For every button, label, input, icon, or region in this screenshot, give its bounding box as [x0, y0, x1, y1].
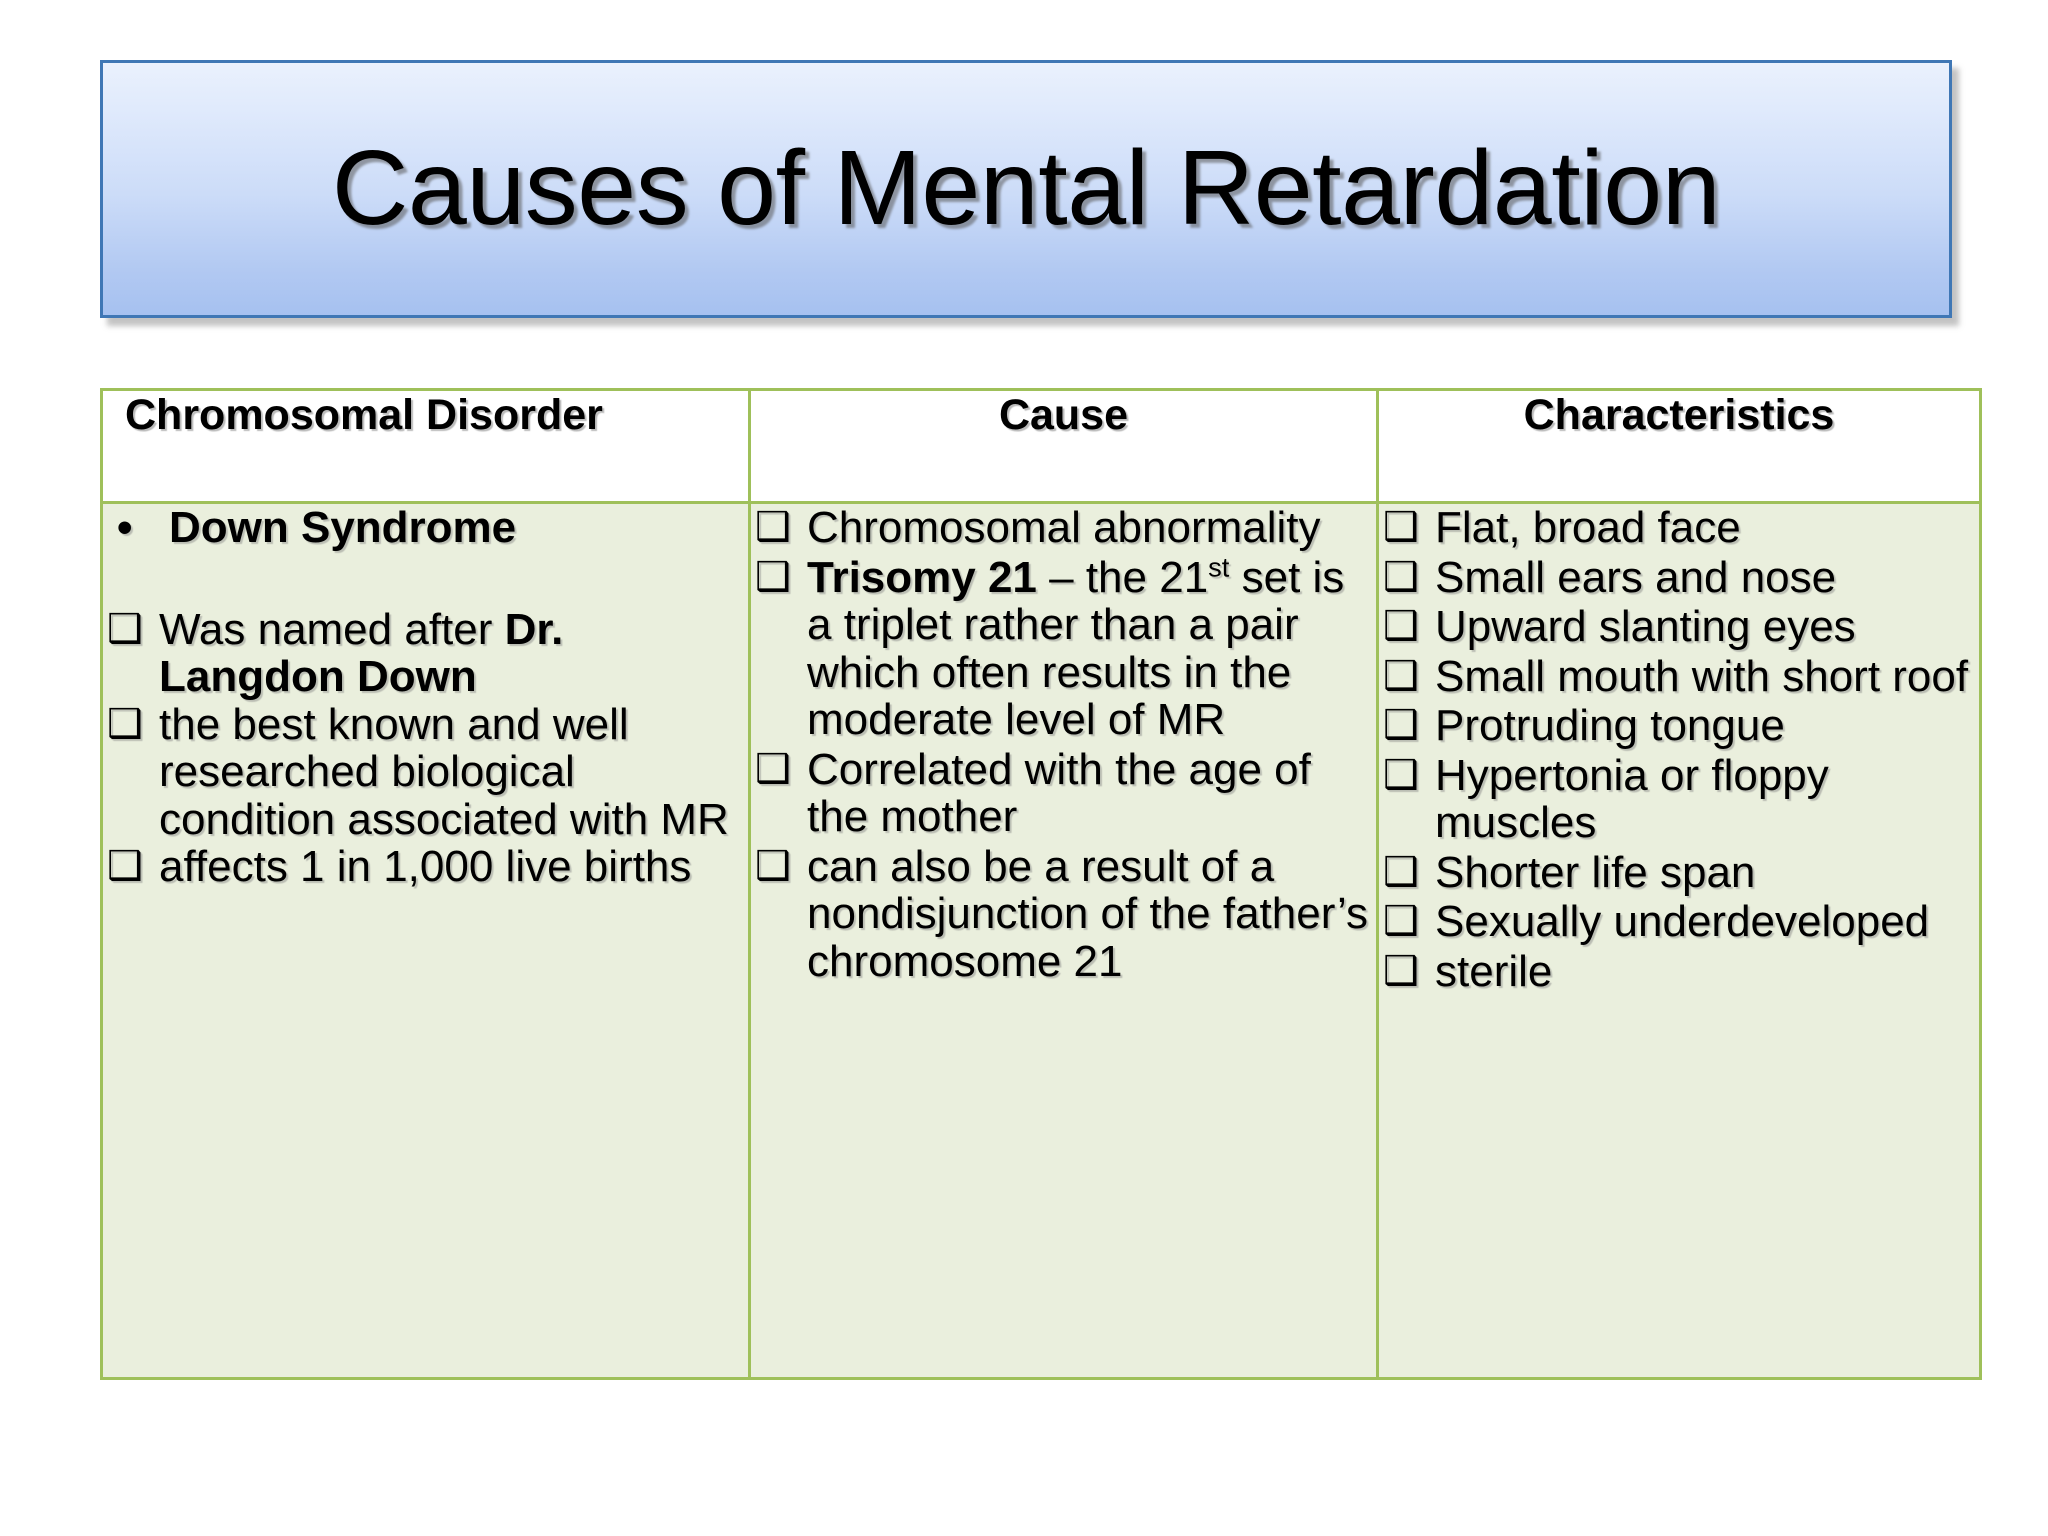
slide-title-box: Causes of Mental Retardation: [100, 60, 1952, 318]
list-item: ❑ Sexually underdeveloped: [1379, 898, 1979, 946]
list-item-down-syndrome: • Down Syndrome: [103, 503, 748, 552]
checkbox-bullet-icon: ❑: [755, 554, 791, 599]
table-header-cause: Cause: [748, 388, 1379, 504]
list-item-text: Protruding tongue: [1435, 701, 1785, 751]
characteristics-list: ❑ Flat, broad face ❑ Small ears and nose…: [1379, 504, 1979, 995]
checkbox-bullet-icon: ❑: [1383, 703, 1419, 748]
cell-cause: ❑ Chromosomal abnormality ❑ Trisomy 21 –…: [748, 501, 1379, 1380]
list-item: ❑ Correlated with the age of the mother: [751, 744, 1376, 842]
checkbox-bullet-icon: ❑: [107, 844, 143, 889]
list-item-trisomy: ❑ Trisomy 21 – the 21st set is a triplet…: [751, 550, 1376, 745]
list-item-text: Flat, broad face: [1435, 503, 1741, 552]
table-header-cause-label: Cause: [998, 391, 1129, 439]
list-item-text: can also be a result of a nondisjunction…: [807, 841, 1368, 986]
table-header-row: Chromosomal Disorder Cause Characteristi…: [100, 388, 1982, 504]
list-item: ❑ Small ears and nose: [1379, 552, 1979, 602]
checkbox-bullet-icon: ❑: [1383, 604, 1419, 649]
list-item: ❑ sterile: [1379, 946, 1979, 996]
disorder-spacer: [103, 552, 748, 606]
list-item-text: the best known and well researched biolo…: [159, 699, 729, 844]
checkbox-bullet-icon: ❑: [1383, 899, 1419, 944]
page-title: Causes of Mental Retardation: [331, 129, 1721, 248]
list-item-text: Was named after: [159, 604, 505, 654]
list-item-text-bold: Dr. Langdon Down: [159, 604, 564, 702]
list-item: ❑ the best known and well researched bio…: [103, 699, 748, 844]
list-item: ❑ can also be a result of a nondisjuncti…: [751, 841, 1376, 986]
list-item-text: affects 1 in 1,000 live births: [159, 842, 692, 892]
checkbox-bullet-icon: ❑: [1383, 554, 1419, 599]
table-header-disorder-label: Chromosomal Disorder: [125, 391, 603, 439]
checkbox-bullet-icon: ❑: [755, 505, 791, 549]
trisomy-post2: set is a triplet rather than a pair whic…: [807, 552, 1345, 745]
cell-characteristics: ❑ Flat, broad face ❑ Small ears and nose…: [1376, 501, 1982, 1380]
cause-list: ❑ Chromosomal abnormality ❑ Trisomy 21 –…: [751, 504, 1376, 985]
list-item: ❑ affects 1 in 1,000 live births: [103, 843, 748, 891]
list-item-text: Upward slanting eyes: [1435, 602, 1856, 652]
ordinal-suffix: st: [1208, 550, 1230, 582]
down-syndrome-label: Down Syndrome: [169, 503, 517, 552]
trisomy-label: Trisomy 21: [807, 552, 1037, 602]
checkbox-bullet-icon: ❑: [755, 746, 791, 791]
checkbox-bullet-icon: ❑: [755, 843, 791, 888]
list-item-text: Hypertonia or floppy muscles: [1435, 750, 1829, 848]
table-header-characteristics-label: Characteristics: [1523, 391, 1835, 439]
table-header-disorder: Chromosomal Disorder: [100, 388, 751, 504]
checkbox-bullet-icon: ❑: [1383, 505, 1419, 549]
list-item-text: Correlated with the age of the mother: [807, 744, 1311, 842]
table-head: Chromosomal Disorder Cause Characteristi…: [100, 388, 1982, 504]
checkbox-bullet-icon: ❑: [1383, 752, 1419, 797]
list-item-text: Small ears and nose: [1435, 552, 1837, 602]
list-item: ❑ Small mouth with short roof: [1379, 651, 1979, 701]
checkbox-bullet-icon: ❑: [107, 701, 143, 746]
list-item: ❑ Upward slanting eyes: [1379, 603, 1979, 651]
list-item-text: Chromosomal abnormality: [807, 503, 1321, 552]
list-item-text: sterile: [1435, 946, 1553, 996]
bullet-dot-icon: •: [117, 503, 133, 552]
list-item-text: Small mouth with short roof: [1435, 651, 1969, 701]
disorder-list: • Down Syndrome: [103, 503, 748, 552]
cell-chromosomal-disorder: • Down Syndrome ❑ Was named after Dr. La…: [100, 501, 751, 1380]
list-item-text: Shorter life span: [1435, 847, 1756, 897]
checkbox-bullet-icon: ❑: [107, 606, 143, 651]
list-item: ❑ Hypertonia or floppy muscles: [1379, 750, 1979, 848]
table-row: • Down Syndrome ❑ Was named after Dr. La…: [100, 501, 1982, 1380]
causes-table: Chromosomal Disorder Cause Characteristi…: [100, 388, 1982, 1380]
disorder-sublist: ❑ Was named after Dr. Langdon Down ❑ the…: [103, 604, 748, 891]
checkbox-bullet-icon: ❑: [1383, 948, 1419, 993]
checkbox-bullet-icon: ❑: [1383, 653, 1419, 698]
list-item: ❑ Was named after Dr. Langdon Down: [103, 604, 748, 702]
table-body: • Down Syndrome ❑ Was named after Dr. La…: [100, 501, 1982, 1380]
list-item: ❑ Protruding tongue: [1379, 702, 1979, 750]
list-item-text: Sexually underdeveloped: [1435, 897, 1930, 947]
checkbox-bullet-icon: ❑: [1383, 849, 1419, 894]
list-item: ❑ Chromosomal abnormality: [751, 504, 1376, 552]
trisomy-post: – the 21: [1036, 552, 1209, 602]
list-item: ❑ Flat, broad face: [1379, 504, 1979, 552]
table-header-characteristics: Characteristics: [1376, 388, 1982, 504]
list-item: ❑ Shorter life span: [1379, 847, 1979, 897]
